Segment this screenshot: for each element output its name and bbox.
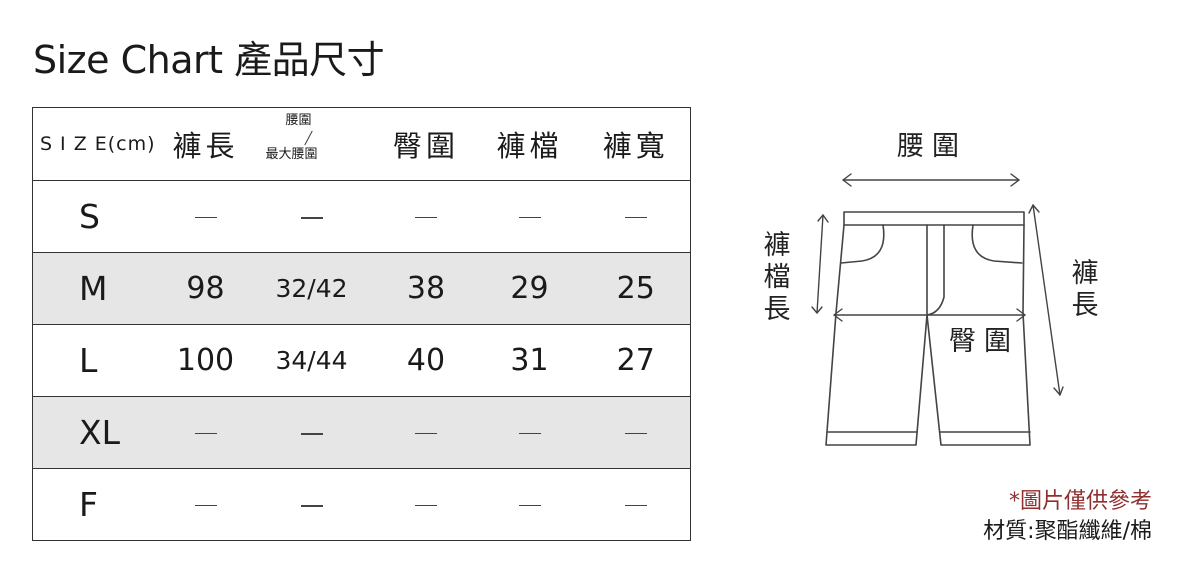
- rise-arrow-top-head: [817, 214, 829, 223]
- diagram-waist-label: 腰圍: [897, 131, 967, 162]
- left-pocket: [840, 224, 885, 264]
- size-label: F: [32, 468, 163, 541]
- material-note: 材質:聚酯纖維/棉: [983, 519, 1152, 544]
- diagram-hip-label: 臀圍: [949, 326, 1019, 357]
- empty-value-dash: [194, 432, 217, 435]
- leg-width-value: 25: [581, 252, 691, 325]
- length-value: [162, 180, 249, 253]
- waist-arrow-left-head: [842, 173, 852, 187]
- pants-diagram: 腰圍 臀圍 褲檔長 褲長: [740, 125, 1180, 475]
- rise-value: 31: [477, 324, 582, 397]
- waist-value: [248, 468, 375, 541]
- header-rise: 褲檔: [477, 107, 582, 181]
- header-max-waist-label: 最大腰圍: [265, 146, 318, 162]
- empty-value-dash: [415, 432, 437, 435]
- waist-value: [248, 396, 375, 469]
- table-row: S: [32, 180, 691, 253]
- hip-value: 38: [374, 252, 478, 325]
- header-hip: 臀圍: [374, 107, 478, 181]
- length-value: [162, 468, 249, 541]
- leg-width-value: [581, 396, 691, 469]
- hip-value: [374, 396, 478, 469]
- header-waist-label: 腰圍: [285, 112, 312, 128]
- right-pocket: [971, 224, 1023, 264]
- length-value: 100: [162, 324, 249, 397]
- empty-value-dash: [624, 432, 647, 435]
- length-arrow-bottom-head: [1053, 386, 1064, 396]
- empty-value-dash: [624, 504, 647, 507]
- rise-arrow-line: [816, 214, 824, 314]
- leg-width-value: 27: [581, 324, 691, 397]
- length-arrow-top-head: [1028, 204, 1040, 214]
- reference-disclaimer: *圖片僅供參考: [1008, 489, 1152, 514]
- empty-value-dash: [300, 505, 323, 507]
- table-row: XL: [32, 396, 691, 469]
- empty-value-dash: [624, 216, 647, 219]
- size-label: S: [32, 180, 163, 253]
- waist-value: 32/42: [248, 252, 375, 325]
- page-title: Size Chart 產品尺寸: [33, 38, 385, 82]
- header-waist-divider: [303, 130, 313, 145]
- length-value: 98: [162, 252, 249, 325]
- header-leg-width: 褲寬: [581, 107, 691, 181]
- empty-value-dash: [194, 216, 217, 219]
- size-label: M: [32, 252, 163, 325]
- empty-value-dash: [300, 433, 323, 435]
- diagram-rise-label: 褲檔長: [763, 230, 791, 325]
- rise-value: [477, 396, 582, 469]
- leg-width-value: [581, 468, 691, 541]
- hip-arrow-right-head: [1016, 308, 1026, 322]
- rise-value: [477, 468, 582, 541]
- diagram-length-label: 褲長: [1071, 258, 1099, 321]
- empty-value-dash: [518, 216, 541, 219]
- empty-value-dash: [194, 504, 217, 507]
- header-size: S I Z E(cm): [32, 107, 163, 181]
- waist-arrow-right-head: [1010, 173, 1020, 187]
- leg-width-value: [581, 180, 691, 253]
- rise-value: 29: [477, 252, 582, 325]
- hip-value: [374, 180, 478, 253]
- size-label: XL: [32, 396, 163, 469]
- rise-value: [477, 180, 582, 253]
- empty-value-dash: [415, 216, 437, 219]
- empty-value-dash: [518, 432, 541, 435]
- table-row: F: [32, 468, 691, 541]
- waist-value: 34/44: [248, 324, 375, 397]
- header-waist: 腰圍 最大腰圍: [248, 107, 375, 181]
- pants-outline-svg: [811, 173, 1064, 446]
- size-label: L: [32, 324, 163, 397]
- empty-value-dash: [415, 504, 437, 507]
- hip-arrow-left-head: [833, 308, 843, 322]
- length-value: [162, 396, 249, 469]
- empty-value-dash: [518, 504, 541, 507]
- hip-value: [374, 468, 478, 541]
- hip-value: 40: [374, 324, 478, 397]
- waist-value: [248, 180, 375, 253]
- rise-arrow-bottom-head: [811, 306, 823, 314]
- waistband-outline: [843, 211, 1025, 226]
- fly-seam: [926, 224, 945, 316]
- header-length: 褲長: [162, 107, 249, 181]
- length-arrow-line: [1032, 204, 1061, 396]
- empty-value-dash: [300, 217, 323, 219]
- table-header-row: S I Z E(cm) 褲長 腰圍 最大腰圍 臀圍 褲檔 褲寬: [32, 107, 691, 181]
